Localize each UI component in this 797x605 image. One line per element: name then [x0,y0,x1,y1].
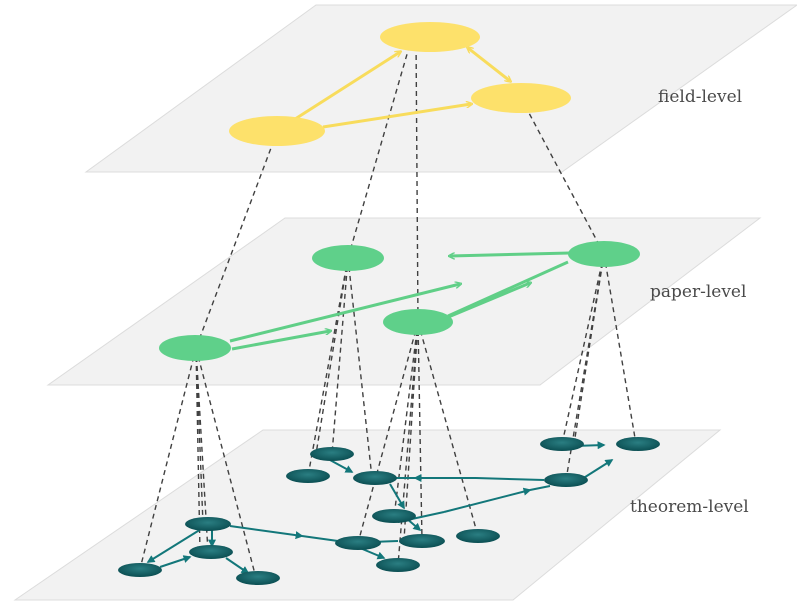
theorem-node [616,437,660,451]
theorem-node [335,536,381,550]
theorem-node [353,471,397,485]
theorem-node [540,437,584,451]
theorem-node [456,529,500,543]
paper-node-d [568,241,640,267]
theorem-edges [146,441,614,574]
theorem-node [185,517,231,531]
paper-node-a [159,335,231,361]
theorem-node [118,563,162,577]
field-nodes [229,22,571,146]
label-theorem-level: theorem-level [630,497,749,517]
theorem-node [310,447,354,461]
field-node-left [229,116,325,146]
projection-lines [139,36,637,579]
theorem-node [544,473,588,487]
theorem-node [376,558,420,572]
paper-node-c [383,309,453,335]
theorem-node [286,469,330,483]
theorem-node [189,545,233,559]
theorem-node [236,571,280,585]
field-node-top [380,22,480,52]
theorem-node [399,534,445,548]
label-paper-level: paper-level [650,282,746,302]
theorem-nodes [118,437,660,585]
paper-nodes [159,241,640,361]
paper-edges [229,251,571,351]
field-node-right [471,83,571,113]
paper-node-b [312,245,384,271]
plane-theorem-level [13,429,722,601]
field-edges [291,48,510,129]
theorem-node [372,509,416,523]
label-field-level: field-level [658,87,742,107]
